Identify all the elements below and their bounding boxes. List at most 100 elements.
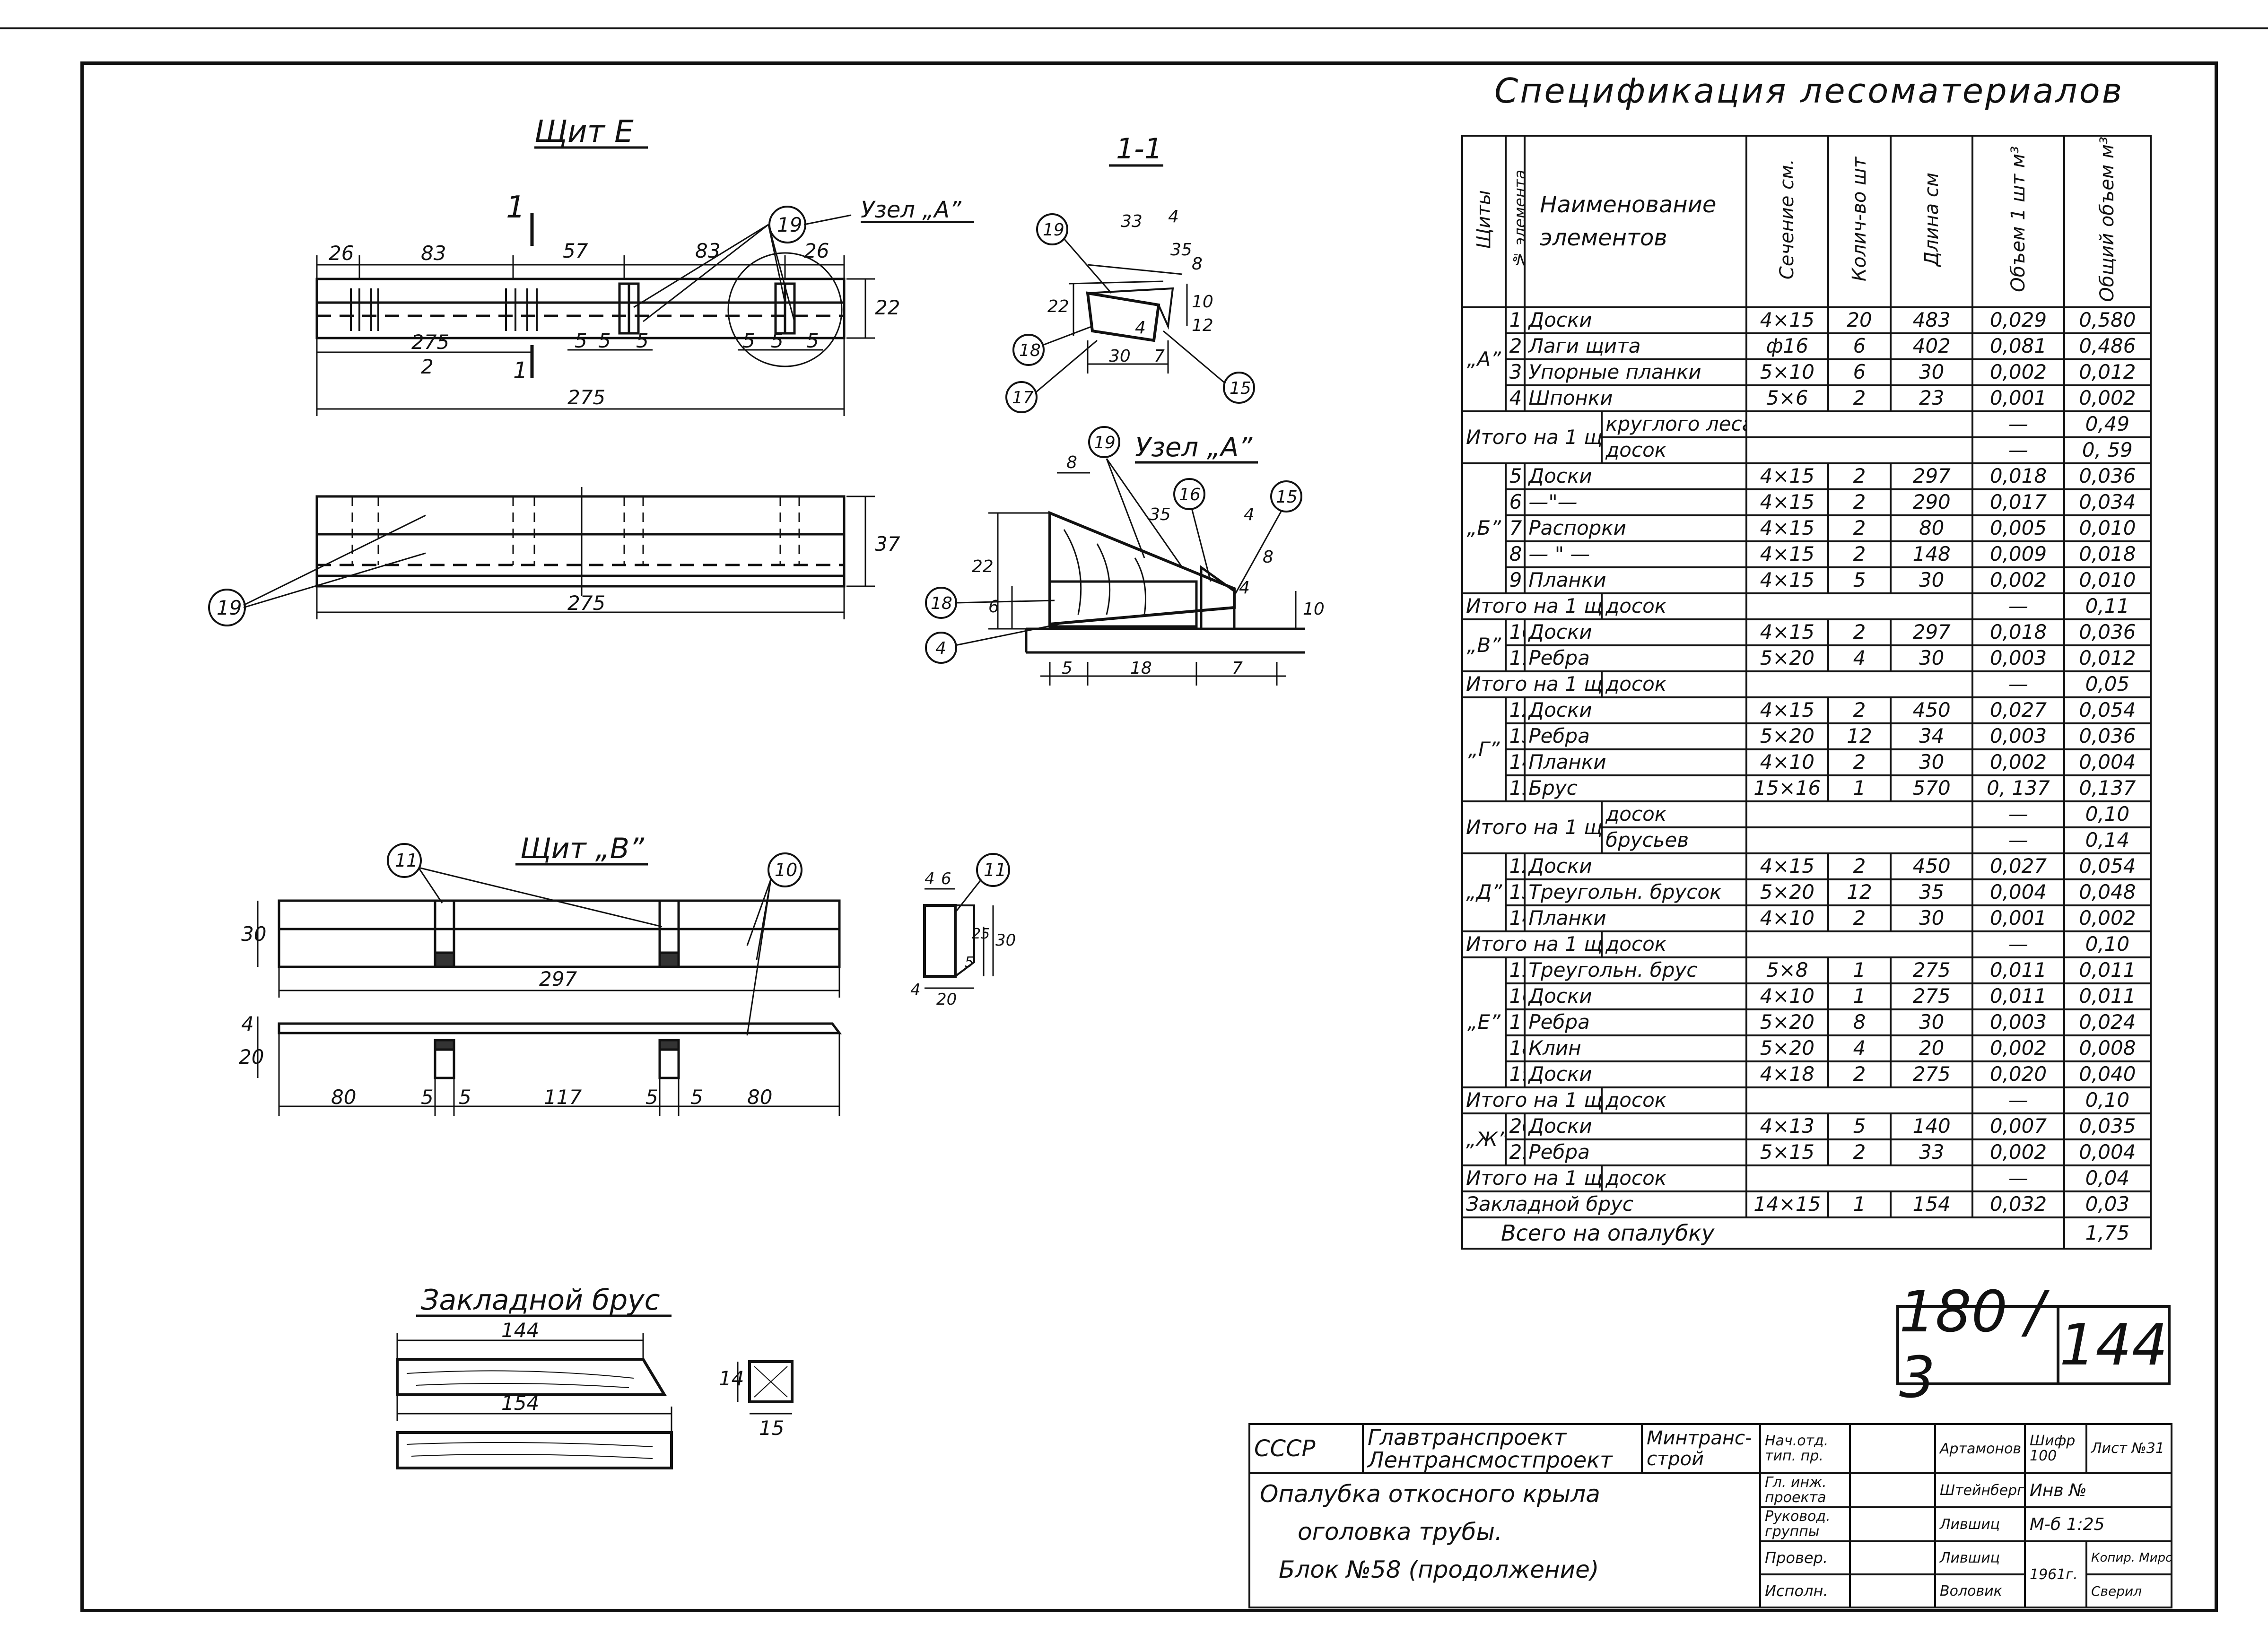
- spec-vol1: 0,002: [1971, 358, 2065, 386]
- spec-length: 290: [1890, 488, 1974, 516]
- spec-elem-name: Упорные планки: [1524, 358, 1747, 386]
- drawing-number: 180 / 3: [1899, 1279, 2059, 1411]
- spec-row: Итого на 1 щитдосок—0,10: [1461, 930, 2152, 958]
- spec-row: Итого на 1 щитдосок—0,10: [1461, 800, 2152, 854]
- spec-vol1: 0,003: [1971, 722, 2065, 750]
- spec-subtotal-kind: досок: [1601, 670, 1747, 698]
- zakladnoy-dim-top: 144: [501, 1319, 539, 1342]
- spec-vol1: —: [1971, 670, 2065, 698]
- spec-vol1: 0,011: [1971, 956, 2065, 984]
- spec-qty: 20: [1827, 306, 1892, 334]
- spec-voltot: 0,024: [2063, 1008, 2152, 1036]
- stamp-org-ltmp: Лентрансмостпроект: [1368, 1447, 1613, 1473]
- spec-section: 14×15: [1745, 1190, 1829, 1218]
- spec-elem-no: 12: [1504, 696, 1526, 724]
- spec-row: досок—0, 59: [1462, 436, 2152, 464]
- spec-elem-no: 20: [1504, 1112, 1526, 1140]
- spec-elem-name: Брус: [1524, 774, 1747, 802]
- dim-e-gap-2: 5: [636, 329, 649, 352]
- spec-section: 4×15: [1745, 540, 1829, 568]
- spec-length: 402: [1890, 332, 1974, 360]
- stamp-sign-2: [1849, 1506, 1936, 1542]
- spec-vol1: 0,001: [1971, 904, 2065, 932]
- spec-qty: 6: [1827, 332, 1892, 360]
- dim-e-gap-4: 5: [771, 329, 784, 352]
- spec-empty: [1745, 930, 1974, 958]
- drawing-number-box: 180 / 3 144: [1896, 1279, 2171, 1411]
- spec-elem-no: 14: [1504, 904, 1526, 932]
- spec-section: 5×20: [1745, 722, 1829, 750]
- spec-empty: [1745, 1086, 1974, 1114]
- rib-section: [923, 853, 1010, 989]
- spec-section: 5×20: [1745, 878, 1829, 906]
- dim-e-top-4: 26: [804, 239, 829, 262]
- spec-vol1: 0,004: [1971, 878, 2065, 906]
- spec-length: 154: [1890, 1190, 1974, 1218]
- zakladnoy-sec-h: 14: [719, 1367, 744, 1390]
- uzel-dim-9: 18: [1130, 659, 1152, 678]
- spec-section: 4×15: [1745, 306, 1829, 334]
- spec-elem-name: Шпонки: [1524, 384, 1747, 412]
- spec-qty: 2: [1827, 904, 1892, 932]
- rib-dim-1: 6: [941, 869, 951, 888]
- spec-vol1: 0,032: [1971, 1190, 2065, 1218]
- spec-qty: 2: [1827, 462, 1892, 490]
- spec-empty: [1745, 826, 1974, 854]
- stamp-title-2: оголовка трубы.: [1298, 1518, 1502, 1546]
- shchit-v-dim-b5: 5: [690, 1086, 703, 1109]
- spec-subtotal-label: Итого на 1 щит: [1461, 592, 1603, 620]
- uzel-dim-1: 35: [1149, 505, 1171, 524]
- shchit-v-dim-height: 30: [241, 922, 266, 946]
- spec-length: 33: [1890, 1138, 1974, 1166]
- spec-subtotal-kind: досок: [1601, 930, 1747, 958]
- hdr-shchity: Щиты: [1461, 135, 1507, 308]
- stamp-title-3: Блок №58 (продолжение): [1279, 1556, 1599, 1583]
- spec-length: 30: [1890, 644, 1974, 672]
- dim-e-top-2: 57: [563, 239, 588, 262]
- spec-section: 5×10: [1745, 358, 1829, 386]
- stamp-org-gtp: Главтранспроект: [1368, 1425, 1567, 1450]
- spec-length: 483: [1890, 306, 1974, 334]
- dim-e-top-3: 83: [695, 239, 720, 262]
- spec-subtotal-kind: досок: [1601, 1086, 1747, 1114]
- drawing-frame: [80, 61, 2218, 1612]
- spec-elem-no: 8: [1504, 540, 1526, 568]
- stamp-title-1: Опалубка откосного крыла: [1260, 1480, 1600, 1508]
- spec-voltot: 0,018: [2063, 540, 2152, 568]
- spec-elem-no: 11: [1504, 644, 1526, 672]
- spec-vol1: —: [1971, 800, 2065, 828]
- spec-elem-no: 13: [1504, 878, 1526, 906]
- shchit-e-plan: [208, 487, 875, 626]
- stamp-role-0: Нач.отд. тип. пр.: [1759, 1423, 1851, 1474]
- spec-voltot: 0,04: [2063, 1164, 2152, 1192]
- spec-length: 297: [1890, 462, 1974, 490]
- hdr-section: Сечение см.: [1745, 135, 1829, 308]
- spec-section: 4×10: [1745, 982, 1829, 1010]
- zakladnoy-title: Закладной брус: [421, 1284, 660, 1317]
- spec-subtotal-label: Итого на 1 щит: [1461, 1164, 1603, 1192]
- spec-qty: 12: [1827, 722, 1892, 750]
- rib-dim-0: 4: [925, 869, 935, 888]
- spec-subtotal-kind: досок: [1601, 1164, 1747, 1192]
- rib-dim-6: 20: [936, 990, 957, 1009]
- spec-elem-name: Планки: [1524, 748, 1747, 776]
- spec-elem-name: Планки: [1524, 904, 1747, 932]
- spec-vol1: 0,002: [1971, 1034, 2065, 1062]
- spec-voltot: 0,036: [2063, 462, 2152, 490]
- spec-voltot: 0,036: [2063, 722, 2152, 750]
- uzel-dim-0: 8: [1066, 453, 1077, 472]
- spec-grand-total-label: Всего на опалубку: [1461, 1216, 2065, 1250]
- uzel-dim-2: 4: [1244, 505, 1255, 524]
- spec-empty: [1745, 592, 1974, 620]
- spec-elem-name: — " —: [1524, 540, 1747, 568]
- spec-voltot: 0,054: [2063, 696, 2152, 724]
- uzel-dim-8: 5: [1062, 659, 1073, 678]
- sec11-dim-1: 4: [1168, 207, 1179, 226]
- spec-section: 4×15: [1745, 488, 1829, 516]
- spec-elem-no: 6: [1504, 488, 1526, 516]
